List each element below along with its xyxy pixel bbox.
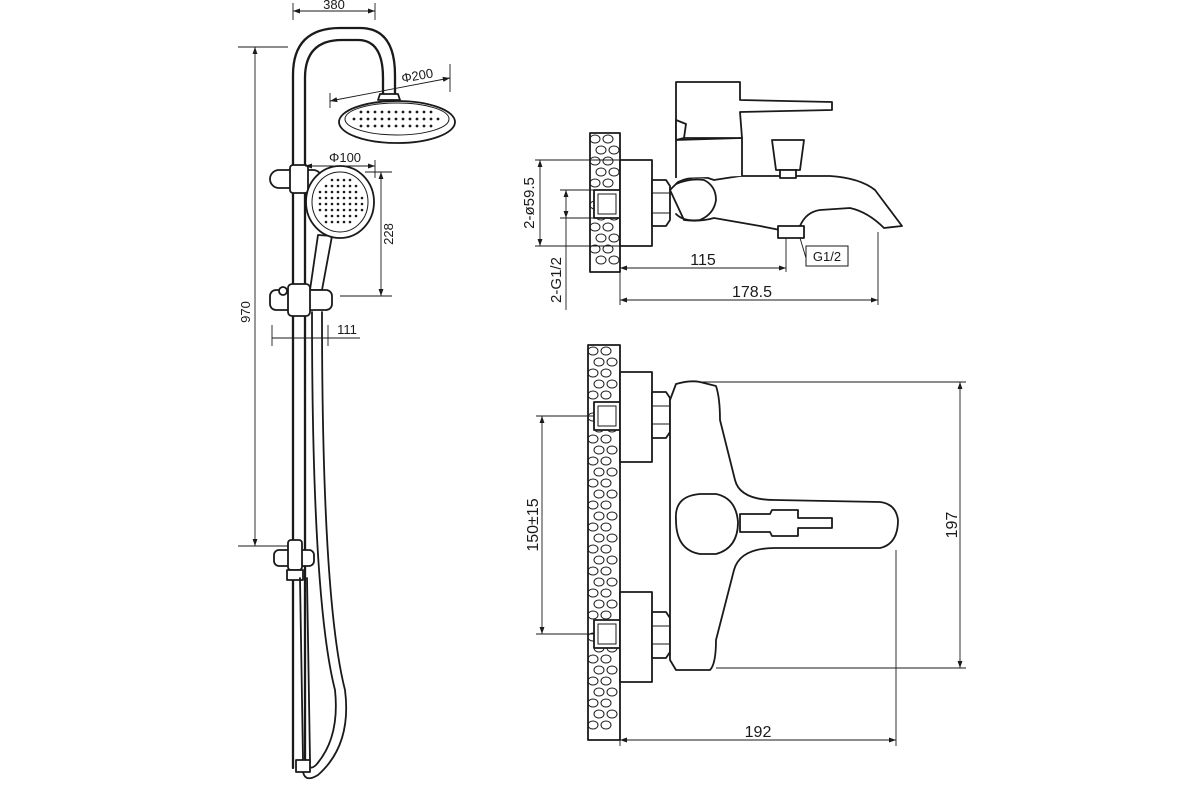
dim-total-height: 970 — [238, 301, 253, 323]
hand-shower — [305, 165, 375, 291]
shower-hose-inner — [306, 311, 337, 769]
shower-set-drawing: 380 Φ200 Φ100 228 970 111 — [238, 0, 456, 780]
dim-overhead-diameter: Φ200 — [400, 65, 434, 85]
eccentric-body — [619, 159, 653, 247]
dim-body-depth: 115 — [690, 252, 716, 269]
lever-collar — [675, 119, 687, 141]
spout-top — [675, 493, 739, 555]
diverter-knob — [771, 139, 805, 171]
dim-slider-offset: 111 — [337, 322, 357, 337]
slider-holder — [269, 283, 333, 317]
dim-flange-diameter: 2-ø59.5 — [521, 177, 538, 229]
eccentric-lower — [619, 591, 653, 683]
dim-top-depth: 192 — [745, 724, 772, 741]
shower-hose — [299, 311, 348, 780]
dim-hand-shower-height: 228 — [381, 223, 396, 245]
riser-pipe-inner — [303, 38, 385, 770]
dim-body-height: 197 — [944, 512, 961, 539]
hex-nut — [651, 179, 671, 227]
hex-nut-upper — [651, 391, 671, 439]
dim-hand-shower-diameter: Φ100 — [329, 150, 361, 165]
dim-inlet-thread: 2-G1/2 — [548, 257, 565, 303]
dim-arm-width: 380 — [323, 0, 345, 12]
hex-nut-lower — [651, 611, 671, 659]
diverter-outlet — [273, 539, 315, 581]
shower-outlet — [777, 225, 805, 239]
dim-spout-thread: G1/2 — [813, 249, 841, 264]
lever-top — [739, 509, 833, 537]
hose-nut — [295, 759, 311, 773]
faucet-side-view: 2-ø59.5 2-G1/2 G1/2 115 178.5 — [521, 81, 903, 310]
overhead-shower — [338, 93, 456, 144]
lever-handle — [675, 81, 833, 139]
eccentric-upper — [619, 371, 653, 463]
faucet-body — [669, 175, 903, 231]
cartridge-housing — [675, 137, 743, 178]
faucet-top-view: 150±15 197 192 — [525, 344, 966, 746]
riser-pipe — [291, 26, 397, 770]
dim-spout-reach: 178.5 — [732, 284, 772, 301]
dim-inlet-spacing: 150±15 — [525, 498, 542, 551]
